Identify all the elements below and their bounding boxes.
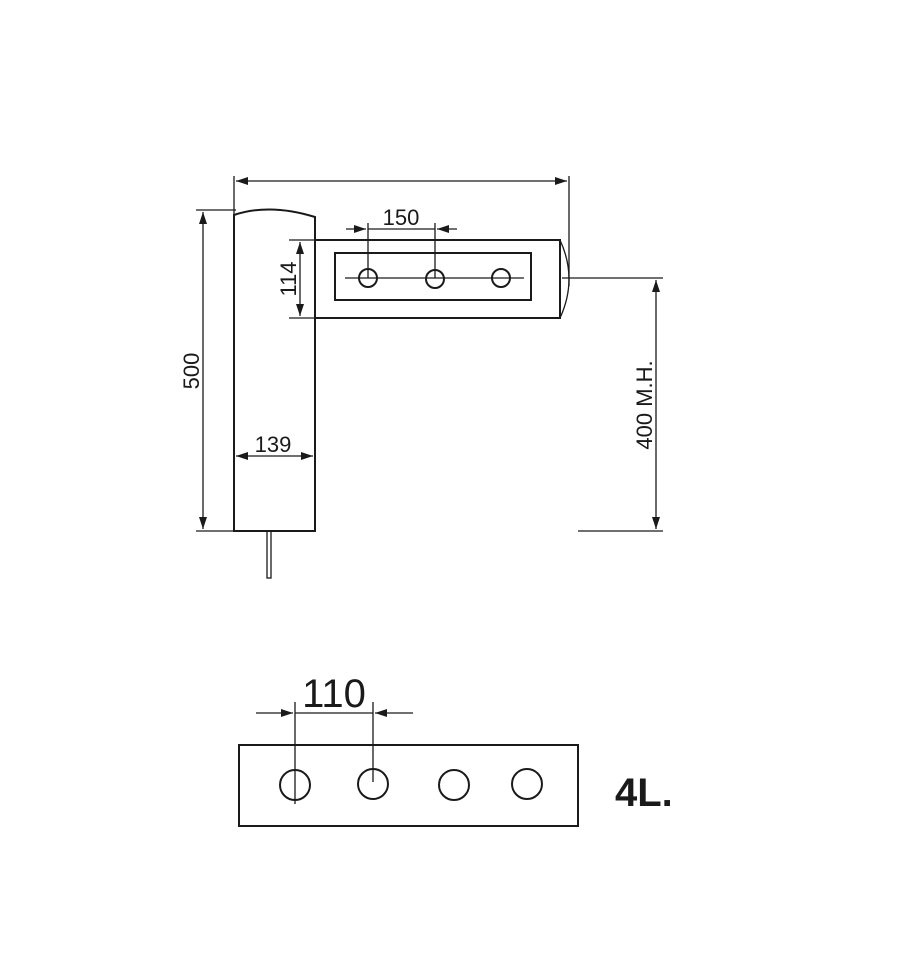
arm-end-cap bbox=[559, 239, 570, 319]
lamp-hole bbox=[511, 768, 543, 800]
post-body bbox=[233, 208, 316, 532]
dim-500-label: 500 bbox=[179, 353, 204, 390]
arm-body bbox=[315, 239, 561, 319]
dim-139-label: 139 bbox=[255, 432, 292, 457]
lamp-hole bbox=[438, 769, 470, 801]
side-view: 150 114 500 139 400 M.H. bbox=[179, 176, 663, 579]
post-pin bbox=[266, 530, 272, 579]
arm-panel bbox=[334, 252, 532, 301]
front-view: 110 4L. bbox=[238, 672, 673, 827]
luminaire-panel bbox=[238, 744, 579, 827]
arm-hole bbox=[491, 268, 511, 288]
dim-110-label: 110 bbox=[302, 672, 366, 716]
dim-150-label: 150 bbox=[383, 205, 420, 230]
lamp-count-label: 4L. bbox=[615, 771, 673, 815]
dim-114-label: 114 bbox=[276, 261, 301, 296]
dim-400mh-label: 400 M.H. bbox=[632, 360, 657, 449]
